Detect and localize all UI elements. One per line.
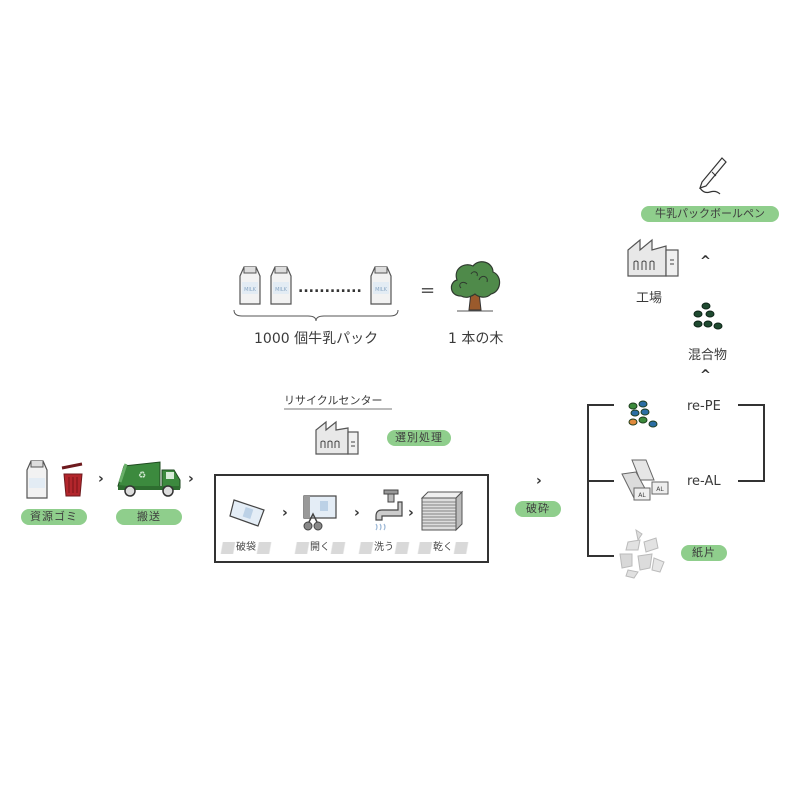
up-arrow: ^ [700, 368, 711, 383]
brace-icon [233, 309, 399, 322]
svg-text:MILK: MILK [244, 287, 257, 293]
recycle-center-title: リサイクルセンター [284, 392, 393, 410]
milk-carton-icon: MILK [270, 266, 292, 305]
faucet-icon [375, 489, 403, 531]
paper-label: 紙片 [681, 545, 727, 561]
ballpoint-pen-icon [699, 157, 727, 195]
flow-arrow: › [188, 471, 194, 487]
milk-carton-icon: MILK [370, 266, 392, 305]
flow-arrow: › [354, 505, 360, 521]
product-label: 牛乳パックボールペン [641, 206, 779, 222]
packs-label: 1000 個牛乳パック [254, 331, 379, 347]
milk-carton-icon: MILK [239, 266, 261, 305]
factory-icon [315, 420, 359, 455]
mixture-label: 混合物 [688, 348, 728, 363]
bracket-left-bottom [587, 555, 614, 557]
torn-bag-icon [229, 499, 265, 527]
equals-sign: = [420, 280, 436, 301]
svg-text:MILK: MILK [375, 287, 388, 293]
re-al-label: re-AL [687, 474, 721, 489]
svg-text:♻: ♻ [138, 471, 146, 481]
process-box [214, 474, 489, 563]
svg-text:AL: AL [656, 486, 664, 493]
paper-stack-icon [420, 490, 464, 532]
mixture-pellets-icon [693, 302, 723, 330]
garbage-truck-icon: ♻ [117, 461, 181, 497]
flow-arrow: › [98, 471, 104, 487]
tree-label: 1 本の木 [448, 331, 504, 347]
bracket-right-vertical [763, 404, 765, 482]
sorting-label: 選別処理 [387, 430, 451, 446]
factory-icon [627, 238, 679, 277]
trash-bin-icon [61, 462, 83, 497]
waste-label: 資源ゴミ [21, 509, 87, 525]
up-arrow: ^ [700, 254, 711, 269]
flow-arrow: › [282, 505, 288, 521]
svg-text:MILK: MILK [275, 287, 288, 293]
step-label: 破袋 [216, 542, 276, 554]
tree-icon [450, 261, 501, 312]
flow-arrow: › [408, 505, 414, 521]
bracket-left-top [587, 404, 614, 406]
bracket-right-bottom [738, 480, 765, 482]
step-label: 乾く [413, 542, 473, 554]
pe-pellets-icon [628, 400, 658, 428]
scissors-open-icon [303, 495, 337, 531]
svg-text:AL: AL [638, 492, 646, 499]
crush-label: 破砕 [515, 501, 561, 517]
transport-label: 搬送 [116, 509, 182, 525]
step-label: 開く [290, 542, 350, 554]
factory-label: 工場 [636, 291, 663, 306]
bracket-left-mid [587, 480, 614, 482]
flow-arrow: › [536, 473, 542, 489]
re-pe-label: re-PE [687, 399, 721, 414]
aluminum-ingots-icon: AL AL [621, 459, 669, 501]
paper-pieces-icon [619, 528, 665, 579]
step-label: 洗う [354, 542, 414, 554]
milk-carton-icon [26, 460, 48, 499]
bracket-right-top [738, 404, 765, 406]
ellipsis-dots: ............ [298, 280, 362, 296]
